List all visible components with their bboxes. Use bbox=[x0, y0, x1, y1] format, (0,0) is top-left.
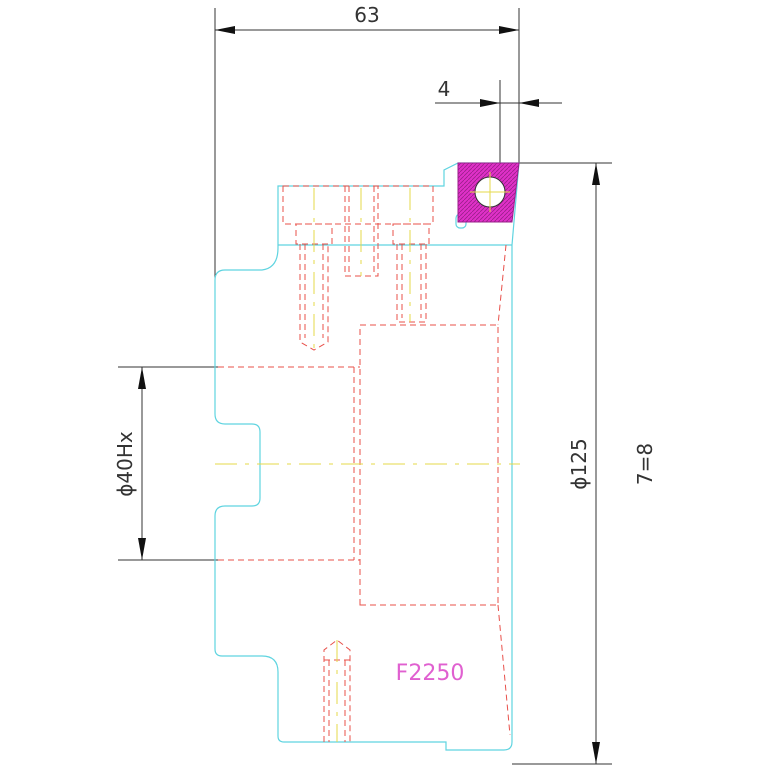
part-outline bbox=[214, 162, 520, 751]
teeth-spec-label: 7=8 bbox=[633, 443, 657, 485]
dimension-diameter-label: ϕ125 bbox=[567, 438, 591, 489]
center-lines bbox=[215, 188, 520, 742]
dimension-width-label: 63 bbox=[354, 3, 379, 27]
dimension-offset-label: 4 bbox=[438, 77, 451, 101]
dimension-bore-label: ϕ40Hx bbox=[113, 431, 137, 497]
hidden-lines bbox=[218, 185, 511, 742]
hatched-key-section bbox=[457, 162, 520, 223]
part-label: F2250 bbox=[396, 661, 465, 686]
dimension-arrows bbox=[138, 26, 600, 764]
dimension-lines bbox=[118, 8, 612, 765]
